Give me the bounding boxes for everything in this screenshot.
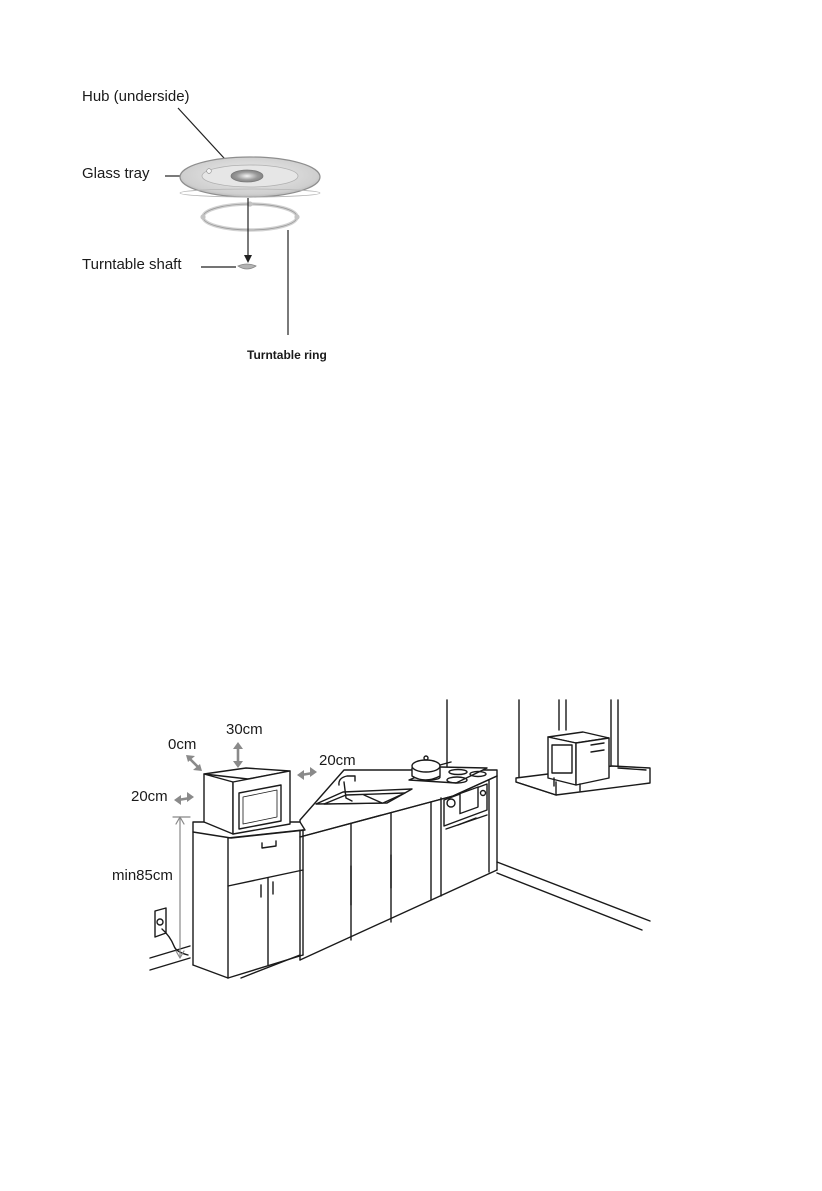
floor [150,862,650,978]
microwave-shape [204,768,290,834]
left-cabinet [193,822,305,978]
height-dimension [173,817,190,958]
clearance-left-arrow [186,755,202,771]
clearance-back-arrow [174,792,194,805]
clearance-right-arrow [297,767,317,780]
clearance-top-arrow [233,742,243,768]
